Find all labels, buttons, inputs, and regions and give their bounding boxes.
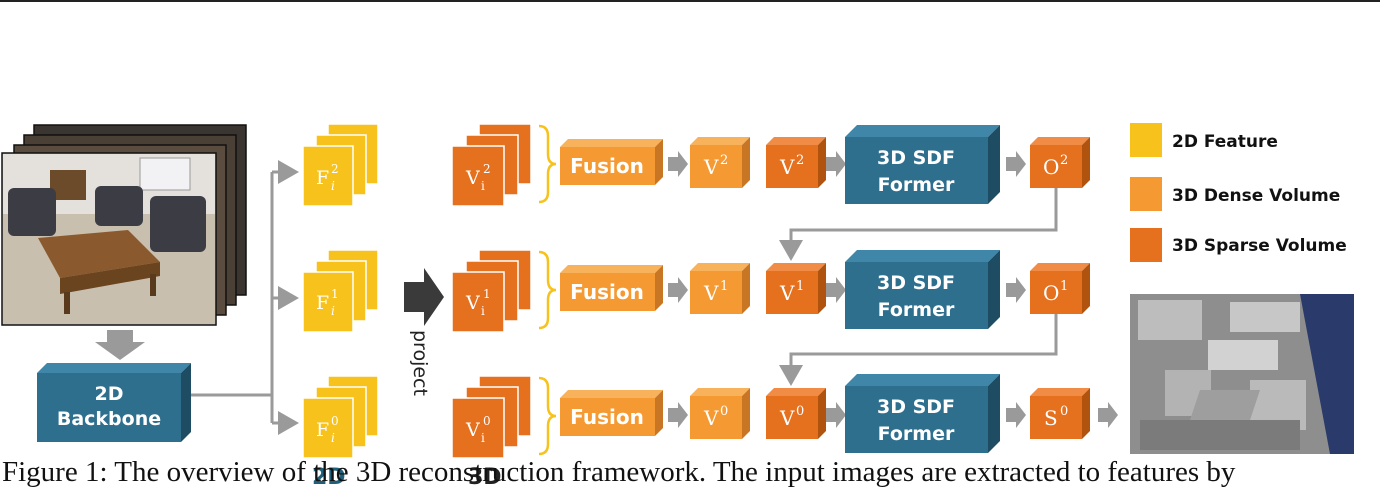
label-3d: 3D (468, 465, 502, 490)
sparse-base: V (779, 155, 795, 179)
legend-swatch (1130, 228, 1162, 262)
sparse-volume-0: V 0 (766, 388, 826, 439)
sparse-volume-1: V 1 (766, 263, 826, 314)
legend-label: 2D Feature (1172, 132, 1278, 152)
backbone-connectors (191, 160, 299, 435)
volume-sub: i (481, 431, 485, 445)
feature-sup: 0 (331, 414, 339, 428)
output-base: O (1043, 281, 1059, 305)
dense-sup: 1 (720, 279, 728, 294)
volume-base: V (465, 167, 480, 189)
fusion-box-2: Fusion (560, 139, 663, 185)
legend-label: 3D Sparse Volume (1172, 236, 1347, 256)
volume-stack-1: V 1 i (451, 249, 532, 333)
fusion-label: Fusion (570, 405, 644, 429)
dense-volume-0: V 0 (690, 388, 750, 439)
sdf-former-2: 3D SDF Former (845, 125, 1000, 204)
upsample-connectors (779, 188, 1058, 386)
input-image-stack (1, 124, 247, 326)
volume-base: V (465, 419, 480, 441)
backbone-box: 2D Backbone (37, 363, 191, 442)
down-arrow-icon (95, 330, 145, 360)
output-base: O (1043, 155, 1059, 179)
former-line1: 3D SDF (877, 272, 955, 294)
output-base: S (1044, 406, 1058, 430)
feature-sub: i (331, 431, 335, 445)
output-sup: 2 (1060, 153, 1068, 168)
feature-stack-1: F 1 i (302, 249, 379, 333)
feature-stack-0: F 0 i (302, 375, 379, 459)
feature-base: F (316, 419, 329, 441)
volume-sup: 2 (483, 162, 491, 176)
fusion-box-0: Fusion (560, 390, 663, 436)
backbone-line2: Backbone (57, 408, 161, 430)
sparse-base: V (779, 406, 795, 430)
feature-base: F (316, 292, 329, 314)
sparse-volume-2: V 2 (766, 137, 826, 188)
feature-base: F (316, 167, 329, 189)
figure-caption: Figure 1: The overview of the 3D reconst… (2, 456, 1236, 488)
feature-stack-2: F 2 i (302, 123, 379, 207)
sparse-sup: 0 (796, 404, 804, 419)
output-volume-1: O 1 (1030, 263, 1090, 314)
fusion-label: Fusion (570, 280, 644, 304)
former-line1: 3D SDF (877, 396, 955, 418)
volume-sub: i (481, 179, 485, 193)
feature-sup: 1 (331, 287, 339, 301)
volume-stack-2: V 2 i (451, 123, 532, 207)
output-sup: 1 (1060, 279, 1068, 294)
former-line2: Former (878, 299, 955, 321)
label-2d: 2D (312, 465, 346, 490)
volume-sup: 0 (483, 414, 491, 428)
feature-sup: 2 (331, 162, 339, 176)
volume-stack-0: V 0 i (451, 375, 532, 459)
output-volume-2: O 2 (1030, 137, 1090, 188)
dense-volume-2: V 2 (690, 137, 750, 188)
room-photo (1, 152, 217, 326)
former-line1: 3D SDF (877, 147, 955, 169)
volume-sup: 1 (483, 287, 491, 301)
project-label: project (409, 330, 431, 396)
former-line2: Former (878, 174, 955, 196)
output-sup: 0 (1060, 404, 1068, 419)
brace-icons (538, 124, 557, 456)
mesh-result-image (1130, 294, 1354, 454)
sparse-base: V (779, 281, 795, 305)
legend-label: 3D Dense Volume (1172, 186, 1340, 206)
fusion-label: Fusion (570, 154, 644, 178)
legend-swatch (1130, 123, 1162, 157)
fusion-box-1: Fusion (560, 265, 663, 311)
sdf-former-1: 3D SDF Former (845, 250, 1000, 329)
legend: 2D Feature 3D Dense Volume 3D Sparse Vol… (1130, 123, 1347, 262)
dense-volume-1: V 1 (690, 263, 750, 314)
flow-arrow-icons (668, 151, 1118, 428)
sdf-former-0: 3D SDF Former (845, 374, 1000, 453)
backbone-line1: 2D (95, 383, 124, 405)
former-line2: Former (878, 423, 955, 445)
dense-base: V (703, 281, 719, 305)
sparse-sup: 2 (796, 153, 804, 168)
volume-sub: i (481, 304, 485, 318)
dense-base: V (703, 155, 719, 179)
legend-swatch (1130, 177, 1162, 211)
feature-sub: i (331, 179, 335, 193)
sparse-sup: 1 (796, 279, 804, 294)
project-arrow-icon (404, 268, 444, 326)
volume-base: V (465, 292, 480, 314)
feature-sub: i (331, 304, 335, 318)
output-volume-0: S 0 (1030, 388, 1090, 439)
top-rule (0, 0, 1380, 2)
dense-base: V (703, 406, 719, 430)
dense-sup: 2 (720, 153, 728, 168)
dense-sup: 0 (720, 404, 728, 419)
